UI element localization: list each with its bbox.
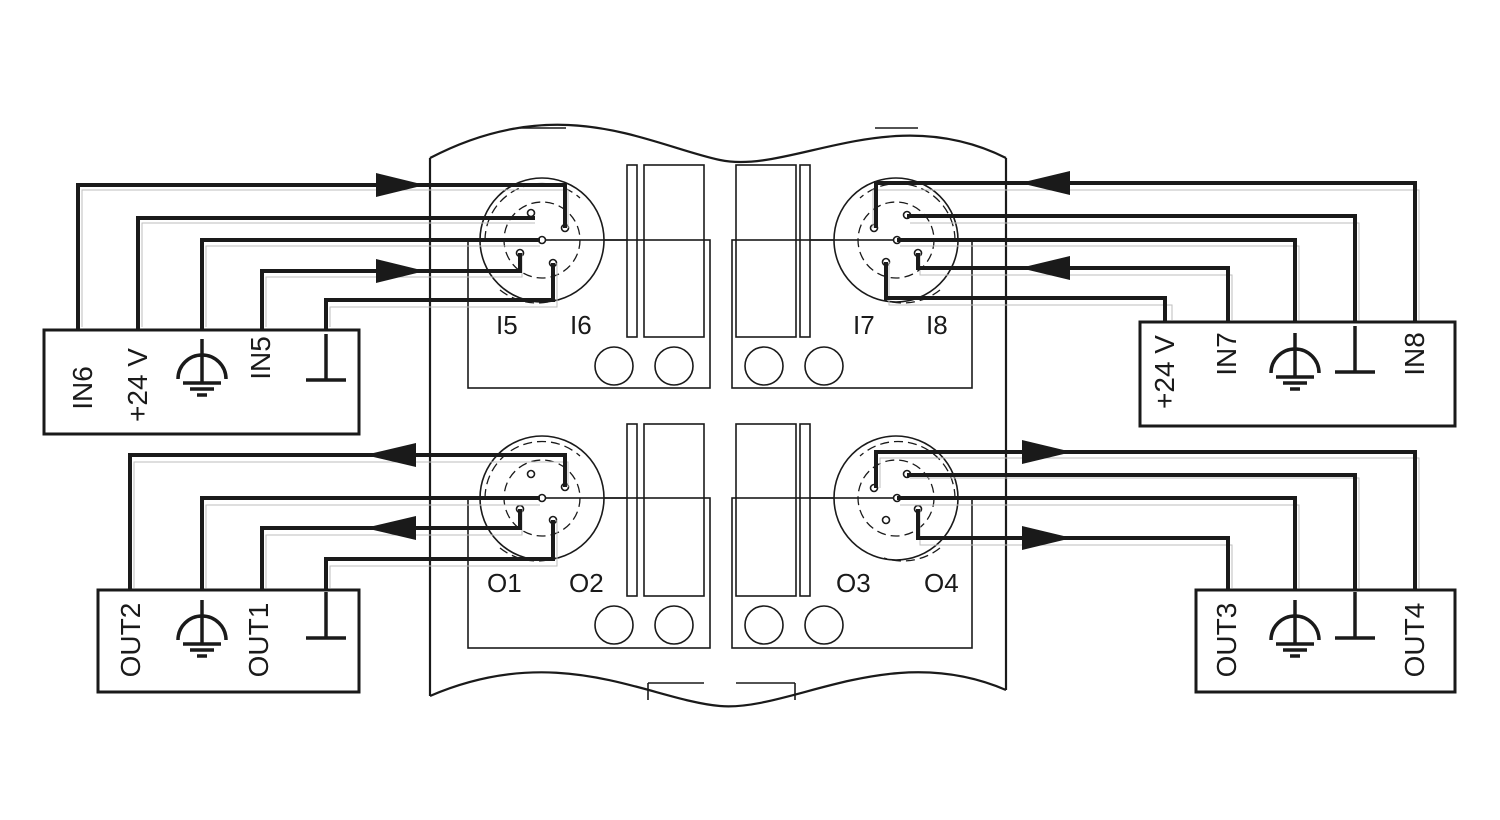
channel-label-i7: I7 xyxy=(853,310,875,340)
terminal-label-in5: IN5 xyxy=(245,336,276,380)
signal-arrows xyxy=(365,171,1072,550)
led-indicator xyxy=(654,346,694,386)
wire-pe-out-left xyxy=(200,496,540,590)
arrow-out2 xyxy=(365,443,416,467)
module-inner-panels xyxy=(467,164,973,649)
wire-pe-in-left xyxy=(200,238,540,330)
led-indicator xyxy=(744,605,784,645)
led-indicator xyxy=(594,346,634,386)
wire-pe-out-right xyxy=(897,496,1297,590)
terminal-block-out-right: OUT3 OUT4 xyxy=(1194,588,1457,694)
channel-label-o4: O4 xyxy=(924,568,959,598)
wire-pe-in-right xyxy=(897,238,1297,322)
arrow-in5 xyxy=(376,259,425,283)
wire-24v-left xyxy=(136,216,535,330)
led-indicator xyxy=(804,605,844,645)
terminal-block-out-left: OUT2 OUT1 xyxy=(96,588,361,694)
wire-gnd-in-left xyxy=(324,263,555,330)
channel-label-o1: O1 xyxy=(487,568,522,598)
arrow-in6 xyxy=(376,173,425,197)
channel-label-o3: O3 xyxy=(836,568,871,598)
arrow-in8 xyxy=(1020,171,1070,195)
terminal-label-out3: OUT3 xyxy=(1211,603,1242,678)
channel-label-o2: O2 xyxy=(569,568,604,598)
terminal-label-out1: OUT1 xyxy=(243,603,274,678)
led-indicator xyxy=(594,605,634,645)
wire-24v-right xyxy=(884,262,1167,322)
arrow-out1 xyxy=(365,516,416,540)
terminal-label-in8: IN8 xyxy=(1399,332,1430,376)
wire-in6 xyxy=(76,183,567,330)
terminal-block-in-left: IN6 +24 V IN5 xyxy=(42,328,361,436)
wire-out3 xyxy=(916,509,1230,590)
terminal-label-out2: OUT2 xyxy=(115,603,146,678)
arrow-out4 xyxy=(1022,440,1072,464)
wire-gnd-in-right xyxy=(907,214,1357,322)
terminal-label-in7: IN7 xyxy=(1211,332,1242,376)
arrow-out3 xyxy=(1022,526,1072,550)
channel-label-i8: I8 xyxy=(926,310,948,340)
io-module-housing xyxy=(428,123,1008,708)
wire-in8 xyxy=(874,181,1417,322)
led-indicator xyxy=(654,605,694,645)
wire-out1 xyxy=(260,509,522,590)
wire-gnd-out-left xyxy=(324,520,555,590)
channel-label-i5: I5 xyxy=(496,310,518,340)
terminal-label-in6: IN6 xyxy=(67,366,98,410)
wire-gnd-out-right xyxy=(907,473,1357,590)
terminal-label-24v: +24 V xyxy=(1149,335,1180,409)
led-indicator xyxy=(744,346,784,386)
led-indicators xyxy=(594,346,844,645)
terminal-label-out4: OUT4 xyxy=(1399,603,1430,678)
led-indicator xyxy=(804,346,844,386)
terminal-label-24v: +24 V xyxy=(122,348,153,422)
arrow-in7 xyxy=(1020,256,1070,280)
wire-out4 xyxy=(874,450,1417,590)
wire-out2 xyxy=(128,453,567,590)
terminal-block-in-right: +24 V IN7 IN8 xyxy=(1138,320,1457,428)
wire-in7 xyxy=(916,253,1230,322)
wires xyxy=(76,181,1417,590)
channel-label-i6: I6 xyxy=(570,310,592,340)
